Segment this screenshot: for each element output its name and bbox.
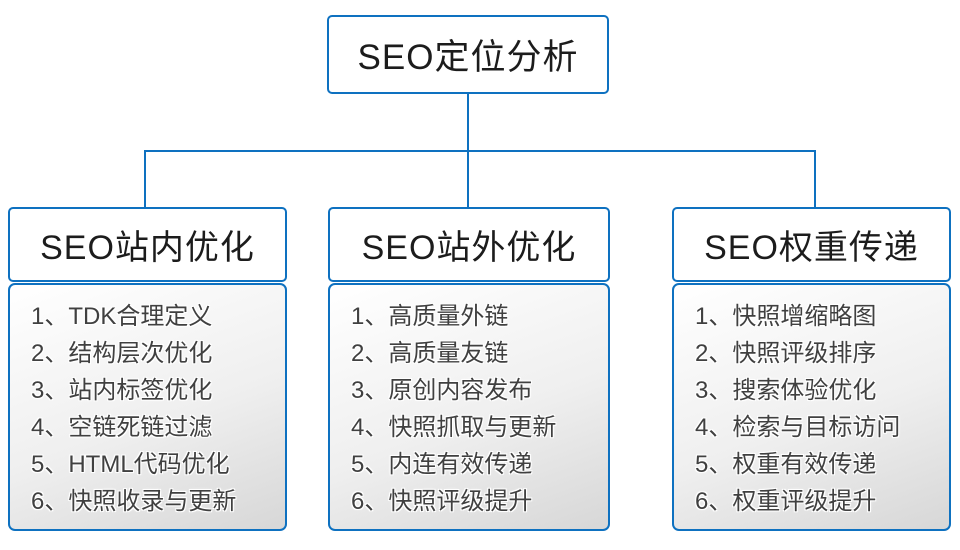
- branch-list-offsite: 1、高质量外链 2、高质量友链 3、原创内容发布 4、快照抓取与更新 5、内连有…: [328, 283, 610, 531]
- list-item: 4、快照抓取与更新: [351, 414, 557, 441]
- list-item: 2、快照评级排序: [695, 340, 877, 367]
- list-item: 4、检索与目标访问: [695, 414, 901, 441]
- list-item: 1、TDK合理定义: [31, 303, 213, 330]
- branch-header-offsite: SEO站外优化: [328, 207, 610, 282]
- connector-horizontal-rail: [144, 150, 816, 152]
- list-item: 6、权重评级提升: [695, 488, 877, 515]
- branch-header-onsite-title: SEO站内优化: [40, 229, 255, 267]
- list-item: 6、快照收录与更新: [31, 488, 237, 515]
- connector-drop-center: [467, 150, 469, 208]
- list-item: 5、HTML代码优化: [31, 451, 230, 478]
- root-node-title: SEO定位分析: [357, 38, 579, 77]
- list-item: 6、快照评级提升: [351, 488, 533, 515]
- list-item: 3、站内标签优化: [31, 377, 213, 404]
- list-item: 5、权重有效传递: [695, 451, 877, 478]
- list-item: 4、空链死链过滤: [31, 414, 213, 441]
- connector-drop-left: [144, 150, 146, 208]
- connector-drop-right: [814, 150, 816, 208]
- root-node-seo-positioning: SEO定位分析: [327, 15, 609, 94]
- branch-header-weight-transfer-title: SEO权重传递: [704, 229, 919, 267]
- list-item: 5、内连有效传递: [351, 451, 533, 478]
- list-item: 1、快照增缩略图: [695, 303, 877, 330]
- list-item: 3、原创内容发布: [351, 377, 533, 404]
- connector-root-stem: [467, 93, 469, 151]
- list-item: 1、高质量外链: [351, 303, 509, 330]
- branch-header-weight-transfer: SEO权重传递: [672, 207, 951, 282]
- list-item: 2、结构层次优化: [31, 340, 213, 367]
- branch-header-onsite: SEO站内优化: [8, 207, 287, 282]
- list-item: 2、高质量友链: [351, 340, 509, 367]
- list-item: 3、搜索体验优化: [695, 377, 877, 404]
- branch-header-offsite-title: SEO站外优化: [361, 229, 577, 267]
- branch-list-weight-transfer: 1、快照增缩略图 2、快照评级排序 3、搜索体验优化 4、检索与目标访问 5、权…: [672, 283, 951, 531]
- branch-list-onsite: 1、TDK合理定义 2、结构层次优化 3、站内标签优化 4、空链死链过滤 5、H…: [8, 283, 287, 531]
